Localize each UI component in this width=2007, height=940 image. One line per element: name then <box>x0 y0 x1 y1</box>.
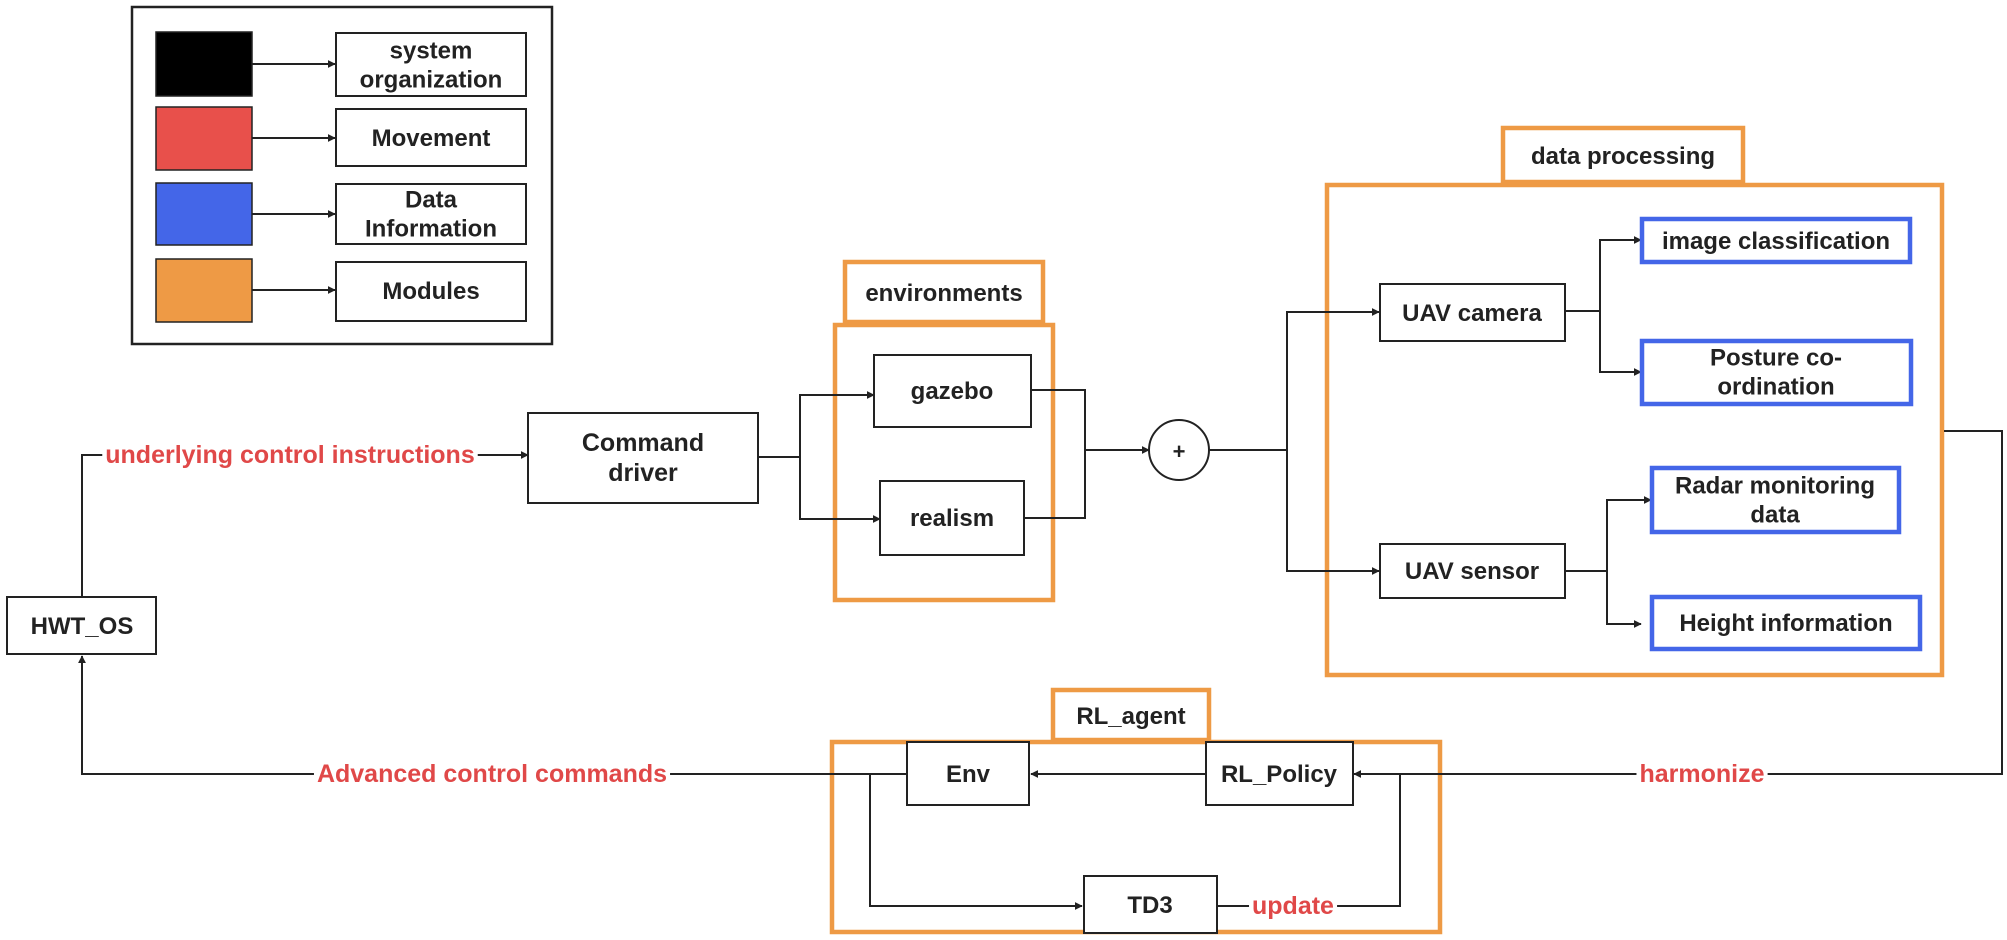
td3-box <box>1083 875 1218 934</box>
uav-camera-label: UAV camera <box>1402 300 1542 327</box>
module-frames: environments data processing RL_agent <box>829 125 1945 935</box>
environments-title: environments <box>865 280 1022 307</box>
edge-label-backing <box>1249 892 1338 920</box>
environments-frame <box>832 322 1056 603</box>
legend-swatch-system-organization <box>155 31 253 97</box>
rl-policy-box <box>1205 741 1354 806</box>
data-processing-title: data processing <box>1531 143 1715 170</box>
td3-label: TD3 <box>1127 892 1172 919</box>
legend-label-movement: Movement <box>372 125 491 152</box>
connector-gazebo-to-sum <box>1031 389 1086 450</box>
connector-to-gazebo <box>799 391 875 457</box>
rl-agent-title: RL_agent <box>1076 703 1185 730</box>
connector-env-to-td3 <box>869 774 1083 910</box>
posture-coordination-label: Posture co-ordination <box>1710 344 1842 400</box>
sum-junction <box>1148 419 1210 481</box>
height-information-box <box>1649 594 1923 652</box>
connector-realism-to-sum <box>1024 450 1086 519</box>
posture-coordination-box <box>1639 338 1914 407</box>
height-information-label: Height information <box>1679 610 1892 637</box>
connector-to-radar <box>1606 496 1652 571</box>
hwt-os-label: HWT_OS <box>31 613 134 640</box>
connector-to-image-classification <box>1599 236 1642 311</box>
image-classification-label: image classification <box>1662 228 1890 255</box>
gazebo-box <box>873 354 1032 428</box>
env-label: Env <box>946 761 991 788</box>
legend-swatch-modules <box>155 258 253 323</box>
command-driver-box <box>527 412 759 504</box>
legend-label-box <box>335 108 527 167</box>
data-processing-title-box <box>1500 125 1746 185</box>
uav-sensor-label: UAV sensor <box>1405 558 1539 585</box>
connector-hwt-to-command <box>81 451 529 596</box>
radar-monitoring-box <box>1649 465 1902 535</box>
legend-label-box <box>335 261 527 322</box>
legend-label-box <box>335 32 527 97</box>
edge-label-update: update <box>1252 892 1334 920</box>
edge-label-backing <box>1636 760 1768 788</box>
legend-swatch-movement <box>155 106 253 171</box>
edge-label-harmonize: harmonize <box>1639 760 1764 788</box>
legend-swatch-data-information <box>155 182 253 246</box>
edge-label-backing <box>313 760 671 788</box>
gazebo-label: gazebo <box>911 378 994 405</box>
hwt-os-box <box>6 596 157 655</box>
legend-label-box <box>335 183 527 245</box>
uav-camera-box <box>1379 283 1566 342</box>
connector-to-height <box>1606 571 1642 628</box>
environments-title-box <box>842 259 1046 325</box>
rl-agent-title-box <box>1050 687 1212 743</box>
legend-frame <box>130 5 554 346</box>
edge-label-advanced-control: Advanced control commands <box>317 760 667 788</box>
connector-to-posture <box>1599 311 1642 376</box>
realism-box <box>879 480 1025 556</box>
connector-advanced <box>78 655 906 775</box>
edge-label-underlying-control: underlying control instructions <box>105 441 474 469</box>
connector-to-uav-sensor <box>1286 450 1380 575</box>
edge-label-backing <box>102 441 478 469</box>
uav-sensor-box <box>1379 543 1566 599</box>
sum-junction-symbol: + <box>1173 439 1186 464</box>
edge-labels: underlying control instructions Advanced… <box>102 441 1768 920</box>
realism-label: realism <box>910 505 994 532</box>
legend-label-modules: Modules <box>382 278 479 305</box>
env-box <box>906 741 1030 806</box>
data-processing-frame <box>1324 182 1945 678</box>
connector-to-realism <box>799 457 881 523</box>
image-classification-box <box>1639 216 1913 265</box>
connector-to-uav-camera <box>1286 308 1380 450</box>
rl-policy-label: RL_Policy <box>1221 761 1338 788</box>
